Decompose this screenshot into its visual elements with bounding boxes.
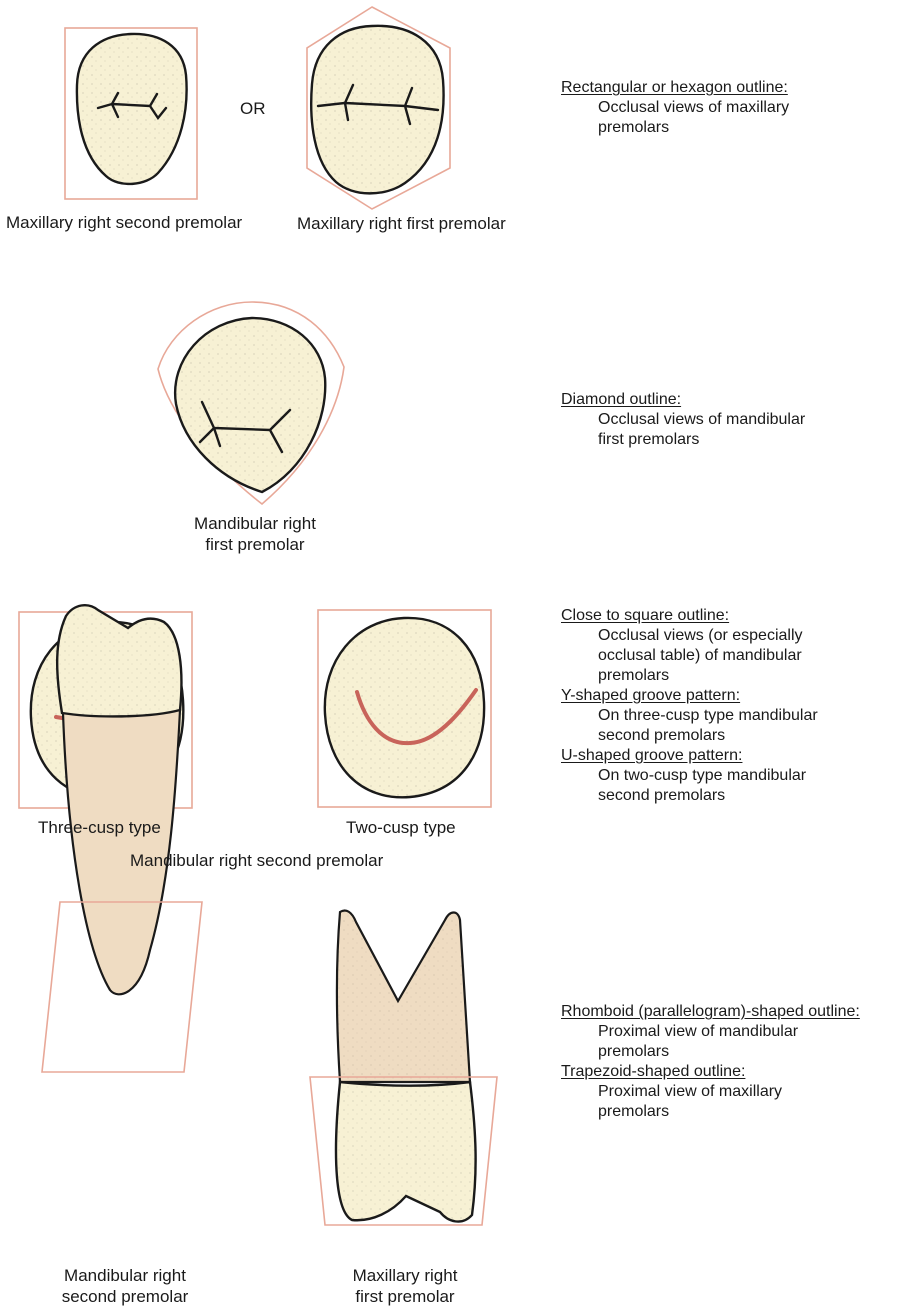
note-body-line: Proximal view of mandibular <box>561 1022 860 1042</box>
tooth-crown-stipple <box>311 26 443 194</box>
label-mandibular-first-premolar: Mandibular right first premolar <box>155 513 355 555</box>
note-heading: Rectangular or hexagon outline: <box>561 78 789 98</box>
note-body-line: Occlusal views (or especially <box>561 626 818 646</box>
label-maxillary-first-premolar: Maxillary right first premolar <box>297 213 506 234</box>
label-mandibular-second-premolar: Mandibular right second premolar <box>130 850 383 871</box>
note-heading: Trapezoid-shaped outline: <box>561 1062 860 1082</box>
maxillary-first-premolar-occlusal <box>307 7 450 209</box>
note-body-line: On three-cusp type mandibular <box>561 706 818 726</box>
note-heading: Y-shaped groove pattern: <box>561 686 818 706</box>
root-stipple <box>337 910 470 1082</box>
label-proximal-mandibular: Mandibular right second premolar <box>35 1265 215 1307</box>
note-body-line: second premolars <box>561 786 818 806</box>
mandibular-second-premolar-two-cusp <box>318 610 491 807</box>
note-body-line: second premolars <box>561 726 818 746</box>
label-line-2: first premolar <box>155 534 355 555</box>
note-heading: U-shaped groove pattern: <box>561 746 818 766</box>
label-line-2: second premolar <box>35 1286 215 1307</box>
note-body-line: On two-cusp type mandibular <box>561 766 818 786</box>
maxillary-second-premolar-occlusal <box>65 28 197 199</box>
note-body-line: premolars <box>561 666 818 686</box>
maxillary-first-premolar-proximal <box>310 910 497 1225</box>
label-maxillary-second-premolar: Maxillary right second premolar <box>6 212 242 233</box>
mandibular-first-premolar-occlusal <box>158 302 344 504</box>
note-diamond: Diamond outline: Occlusal views of mandi… <box>561 390 805 450</box>
label-proximal-maxillary: Maxillary right first premolar <box>320 1265 490 1307</box>
crown-stipple <box>336 1082 476 1222</box>
note-body-line: first premolars <box>561 430 805 450</box>
note-body-line: occlusal table) of mandibular <box>561 646 818 666</box>
note-heading: Diamond outline: <box>561 390 805 410</box>
note-body-line: Occlusal views of maxillary <box>561 98 789 118</box>
label-or: OR <box>240 98 266 119</box>
tooth-crown-stipple <box>175 318 325 492</box>
label-line-1: Mandibular right <box>35 1265 215 1286</box>
note-body-line: Proximal view of maxillary <box>561 1082 860 1102</box>
note-square-and-grooves: Close to square outline: Occlusal views … <box>561 606 818 806</box>
mandibular-second-premolar-proximal <box>42 605 202 1072</box>
note-heading: Rhomboid (parallelogram)-shaped outline: <box>561 1002 860 1022</box>
note-rectangular-hexagon: Rectangular or hexagon outline: Occlusal… <box>561 78 789 138</box>
label-line-2: first premolar <box>320 1286 490 1307</box>
note-heading: Close to square outline: <box>561 606 818 626</box>
note-body-line: premolars <box>561 118 789 138</box>
note-rhomboid-trapezoid: Rhomboid (parallelogram)-shaped outline:… <box>561 1002 860 1122</box>
label-line-1: Mandibular right <box>155 513 355 534</box>
note-body-line: premolars <box>561 1102 860 1122</box>
label-line-1: Maxillary right <box>320 1265 490 1286</box>
label-three-cusp-type: Three-cusp type <box>38 817 161 838</box>
label-two-cusp-type: Two-cusp type <box>346 817 456 838</box>
note-body-line: premolars <box>561 1042 860 1062</box>
note-body-line: Occlusal views of mandibular <box>561 410 805 430</box>
